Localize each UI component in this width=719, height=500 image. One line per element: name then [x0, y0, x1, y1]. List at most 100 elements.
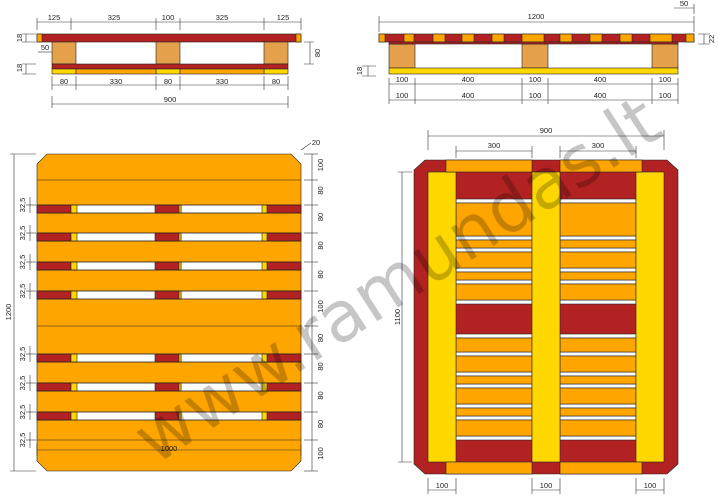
- dim-label: 18: [15, 64, 24, 72]
- dim-label: 100: [529, 91, 542, 100]
- bottom-board-gap-right: [179, 68, 265, 75]
- slat: [455, 355, 533, 373]
- slat-gap: [559, 403, 637, 409]
- dim-label: 50: [680, 0, 688, 8]
- nail-block: [178, 353, 182, 363]
- deck-boards: [36, 179, 302, 441]
- nail-block: [178, 204, 182, 214]
- nail-block: [261, 232, 268, 242]
- stringer-segment: [36, 261, 72, 271]
- nail-block: [70, 261, 78, 271]
- runner-height-dim: [362, 65, 376, 77]
- dim-label: 100: [396, 91, 409, 100]
- slat-gap: [455, 403, 533, 409]
- dim-label: 32,5: [18, 198, 27, 213]
- dim-label: 32,5: [18, 284, 27, 299]
- bottom-board-right: [263, 68, 289, 75]
- corner-dim-line: [674, 4, 695, 14]
- total-dim-line: [51, 96, 289, 108]
- top-deck-board: [36, 33, 302, 43]
- nail-block: [70, 411, 78, 421]
- slat: [455, 202, 533, 237]
- nail-block: [261, 204, 268, 214]
- slat-gap: [455, 351, 533, 357]
- stringer-top: [388, 41, 679, 45]
- slat-gap: [559, 415, 637, 421]
- slat-gap: [559, 279, 637, 285]
- dim-label: 80: [316, 186, 325, 194]
- nail-block: [70, 353, 78, 363]
- dim-label: 32,5: [18, 255, 27, 270]
- dim-label: 80: [316, 270, 325, 278]
- dim-label: 1100: [393, 309, 402, 325]
- slat: [559, 355, 637, 373]
- slat-gap: [559, 383, 637, 389]
- side-view-long: 1200 50 22 18 100 400 100 400 100 100 40…: [355, 0, 716, 104]
- stringer-segment: [265, 232, 302, 242]
- slat-gap: [455, 299, 533, 305]
- bottom-board-center: [155, 68, 181, 75]
- dim-label: 20: [312, 138, 320, 147]
- nail-block: [70, 232, 78, 242]
- stringer-center: [531, 171, 561, 463]
- bottom-board: [388, 67, 679, 75]
- dim-label: 80: [60, 77, 68, 86]
- dim-label: 32,5: [18, 376, 27, 391]
- dim-label: 50: [41, 43, 49, 52]
- stringer-segment: [265, 204, 302, 214]
- stringer-segment: [36, 411, 72, 421]
- dim-label: 900: [540, 126, 553, 135]
- dim-label: 100: [396, 75, 409, 84]
- bottom-dim-line: [51, 76, 289, 90]
- dim-label: 1200: [528, 12, 545, 21]
- slat-gap: [559, 351, 637, 357]
- block-right: [651, 43, 679, 69]
- underside-slats: [455, 198, 637, 441]
- dim-label: 100: [529, 75, 542, 84]
- bottom-runner: [51, 63, 289, 70]
- slat: [559, 337, 637, 353]
- stringer-left: [427, 171, 457, 463]
- dim-label: 100: [316, 300, 325, 313]
- dim-label: 80: [316, 362, 325, 370]
- top-dim-line: [36, 18, 302, 30]
- stringer-segment: [36, 353, 72, 363]
- dim-label: 125: [48, 13, 61, 22]
- dim-label: 22: [707, 35, 716, 43]
- stringer-segment: [36, 290, 72, 300]
- nail-block: [178, 261, 182, 271]
- slat: [559, 239, 637, 249]
- height-dim-line: [398, 171, 412, 463]
- slat: [455, 407, 533, 417]
- dim-label: 80: [316, 334, 325, 342]
- dim-label: 100: [316, 159, 325, 172]
- slat-gap: [455, 435, 533, 441]
- block-right: [263, 41, 289, 65]
- dim-label: 1200: [4, 304, 13, 321]
- total-dim-line: [378, 16, 695, 32]
- block-left: [51, 41, 77, 65]
- dim-label: 125: [277, 13, 290, 22]
- slat-gap: [559, 371, 637, 377]
- dim-label: 32,5: [18, 226, 27, 241]
- slat-gap: [455, 333, 533, 339]
- stringer-segment: [265, 411, 302, 421]
- top-board-end-left: [36, 33, 43, 43]
- dim-label: 400: [462, 91, 475, 100]
- stringer-segment: [154, 232, 182, 242]
- bottom-board-gap-left: [75, 68, 157, 75]
- dim-label: 100: [540, 481, 553, 490]
- stringer-segment: [154, 353, 182, 363]
- corner-leader: [300, 142, 312, 151]
- dim-label: 80: [316, 213, 325, 221]
- deck-height-dim: [698, 33, 710, 45]
- dim-label: 80: [313, 49, 322, 57]
- slat: [559, 251, 637, 269]
- end-strip: [445, 461, 533, 475]
- end-strip: [559, 159, 643, 173]
- dim-label: 330: [110, 77, 123, 86]
- slat-gap: [559, 333, 637, 339]
- slat: [455, 375, 533, 385]
